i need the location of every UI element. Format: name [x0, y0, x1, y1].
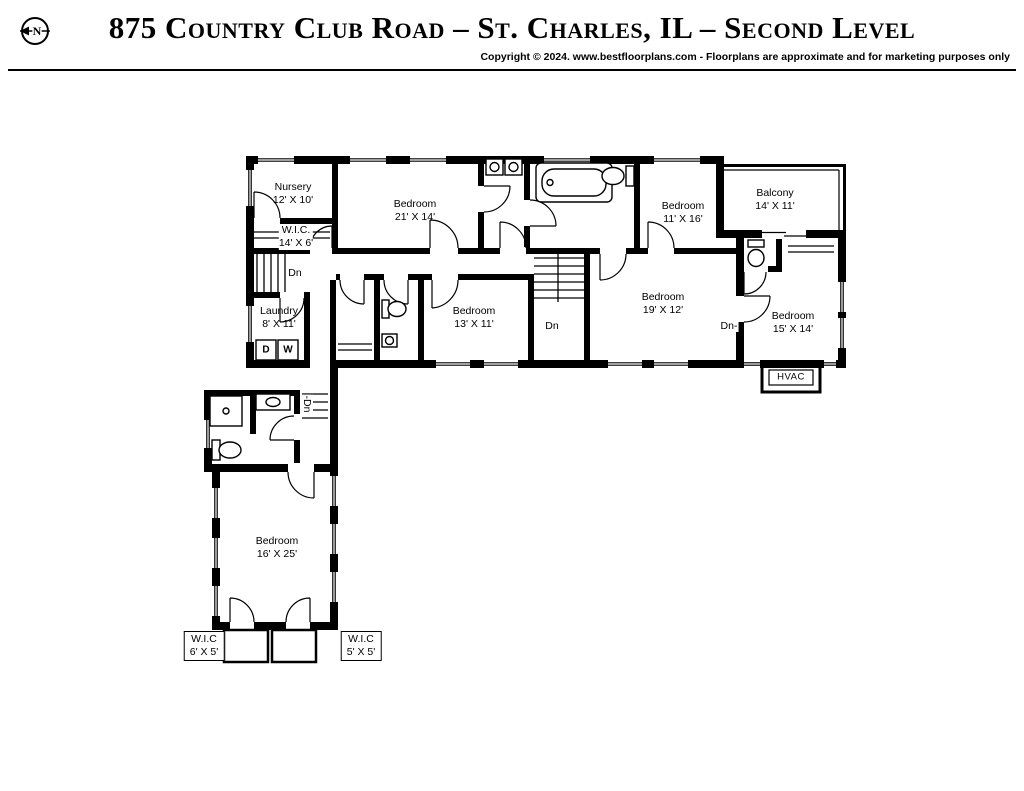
- wic-closet: [270, 628, 318, 664]
- page-title: 875 Country Club Road – St. Charles, IL …: [108, 10, 916, 45]
- fixtures: [209, 158, 822, 664]
- header-divider: [8, 69, 1016, 71]
- windows: [204, 156, 846, 616]
- toilet: [625, 165, 635, 187]
- wic-closet: [222, 628, 270, 664]
- doors: [229, 185, 806, 631]
- dryer-box: [255, 339, 277, 361]
- hvac-closet: [760, 368, 822, 394]
- copyright-text: Copyright © 2024. www.bestfloorplans.com…: [480, 51, 1010, 63]
- toilet: [747, 239, 765, 248]
- balcony-railing: [724, 164, 846, 234]
- stairs: [256, 254, 584, 419]
- north-compass-icon: N: [20, 17, 50, 45]
- compass-letter: N: [33, 24, 42, 38]
- washer-box: [277, 339, 299, 361]
- walls: [204, 156, 846, 630]
- hvac-box: [768, 369, 814, 386]
